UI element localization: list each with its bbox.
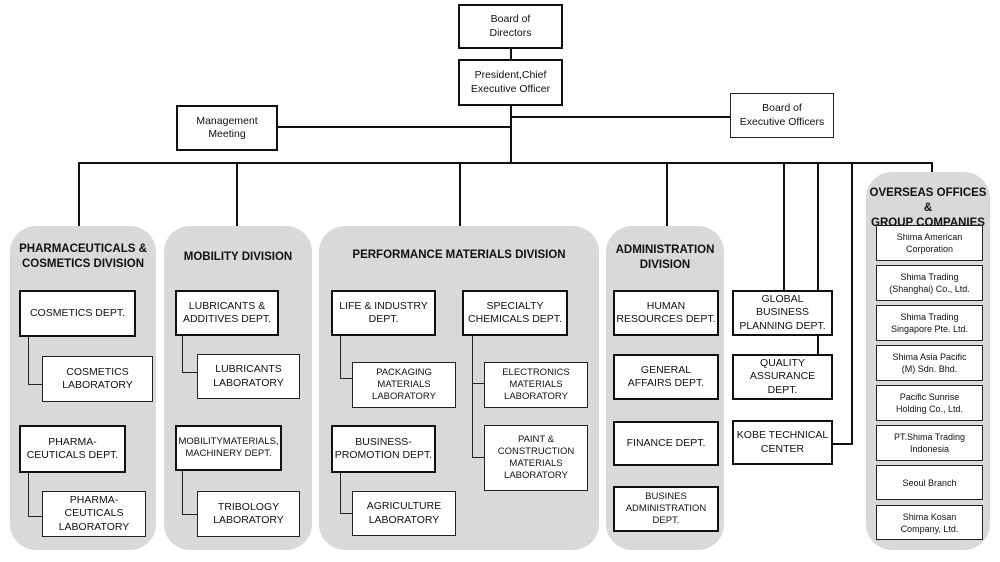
connector-paint-lab	[472, 457, 484, 458]
connector-electronics-lab	[472, 383, 484, 384]
drop-performance	[459, 162, 461, 226]
connector-life	[340, 335, 341, 379]
global-business-planning-dept-box: GLOBAL BUSINESS PLANNING DEPT.	[732, 290, 833, 336]
life-industry-dept-box: LIFE & INDUSTRY DEPT.	[331, 290, 436, 336]
drop-global-planning	[783, 162, 785, 292]
overseas-office-box: Shima American Corporation	[876, 225, 983, 261]
connector-specialty	[472, 335, 473, 458]
mobility-division-title: MOBILITY DIVISION	[183, 251, 293, 263]
overseas-office-box: Shima Asia Pacific (M) Sdn. Bhd.	[876, 345, 983, 381]
general-affairs-dept-box: GENERAL AFFAIRS DEPT.	[613, 354, 719, 400]
connector-packaging-lab	[340, 378, 352, 379]
overseas-office-box: Seoul Branch	[876, 465, 983, 500]
lubricants-dept-box: LUBRICANTS & ADDITIVES DEPT.	[175, 290, 279, 336]
connector-lubricants-lab	[182, 372, 197, 373]
board-of-executive-officers-box: Board of Executive Officers	[730, 93, 834, 138]
drop-mobility	[236, 162, 238, 226]
drop-overseas	[931, 162, 933, 172]
overseas-title: OVERSEAS OFFICES & GROUP COMPANIES	[869, 187, 987, 229]
cosmetics-lab-box: COSMETICS LABORATORY	[42, 356, 153, 402]
overseas-office-box: Pacific Sunrise Holding Co., Ltd.	[876, 385, 983, 421]
quality-assurance-dept-box: QUALITY ASSURANCE DEPT.	[732, 354, 833, 400]
connector-business	[340, 472, 341, 514]
kobe-technical-center-box: KOBE TECHNICAL CENTER	[732, 420, 833, 465]
human-resources-dept-box: HUMAN RESOURCES DEPT.	[613, 290, 719, 336]
lubricants-lab-box: LUBRICANTS LABORATORY	[197, 354, 300, 399]
connector-board-president	[510, 47, 512, 59]
tribology-lab-box: TRIBOLOGY LABORATORY	[197, 491, 300, 537]
specialty-chemicals-dept-box: SPECIALTY CHEMICALS DEPT.	[462, 290, 568, 336]
connector-tribology-lab	[182, 514, 197, 515]
drop-pharma	[78, 162, 80, 226]
connector-cosmetics-lab	[28, 384, 42, 385]
connector-president-bus	[510, 105, 512, 163]
connector-cosmetics	[28, 336, 29, 385]
connector-pharma	[28, 472, 29, 517]
packaging-lab-box: PACKAGING MATERIALS LABORATORY	[352, 362, 456, 408]
pharma-dept-box: PHARMA- CEUTICALS DEPT.	[19, 425, 126, 473]
connector-lubricants	[182, 335, 183, 373]
drop-kobe	[851, 162, 853, 444]
pharma-division-title: PHARMACEUTICALS & COSMETICS DIVISION	[19, 243, 147, 270]
pharma-lab-box: PHARMA- CEUTICALS LABORATORY	[42, 491, 146, 537]
finance-dept-box: FINANCE DEPT.	[613, 421, 719, 466]
board-of-directors-box: Board of Directors	[458, 4, 563, 49]
agriculture-lab-box: AGRICULTURE LABORATORY	[352, 491, 456, 536]
overseas-office-box: Shima Kosan Company, Ltd.	[876, 505, 983, 540]
electronics-lab-box: ELECTRONICS MATERIALS LABORATORY	[484, 362, 588, 408]
mobility-materials-dept-box: MOBILITYMATERIALS, MACHINERY DEPT.	[175, 425, 282, 471]
connector-pharma-lab	[28, 516, 42, 517]
connector-materials	[182, 470, 183, 515]
overseas-office-box: Shima Trading (Shanghai) Co., Ltd.	[876, 265, 983, 301]
business-promotion-dept-box: BUSINESS- PROMOTION DEPT.	[331, 425, 436, 473]
admin-division-title: ADMINISTRATION DIVISION	[615, 244, 715, 271]
performance-division-title: PERFORMANCE MATERIALS DIVISION	[352, 249, 566, 261]
business-administration-dept-box: BUSINES ADMINISTRATION DEPT.	[613, 486, 719, 532]
connector-management-meeting	[278, 126, 511, 128]
connector-board-exec	[511, 116, 730, 118]
president-ceo-box: President,Chief Executive Officer	[458, 59, 563, 106]
cosmetics-dept-box: COSMETICS DEPT.	[19, 290, 136, 337]
drop-quality	[817, 162, 819, 359]
paint-construction-lab-box: PAINT & CONSTRUCTION MATERIALS LABORATOR…	[484, 425, 588, 491]
connector-kobe	[830, 443, 853, 445]
drop-admin	[666, 162, 668, 226]
overseas-office-box: Shima Trading Singapore Pte. Ltd.	[876, 305, 983, 341]
connector-agriculture-lab	[340, 513, 352, 514]
management-meeting-box: Management Meeting	[176, 105, 278, 151]
connector-main-bus	[78, 162, 932, 164]
overseas-office-box: PT.Shima Trading Indonesia	[876, 425, 983, 461]
